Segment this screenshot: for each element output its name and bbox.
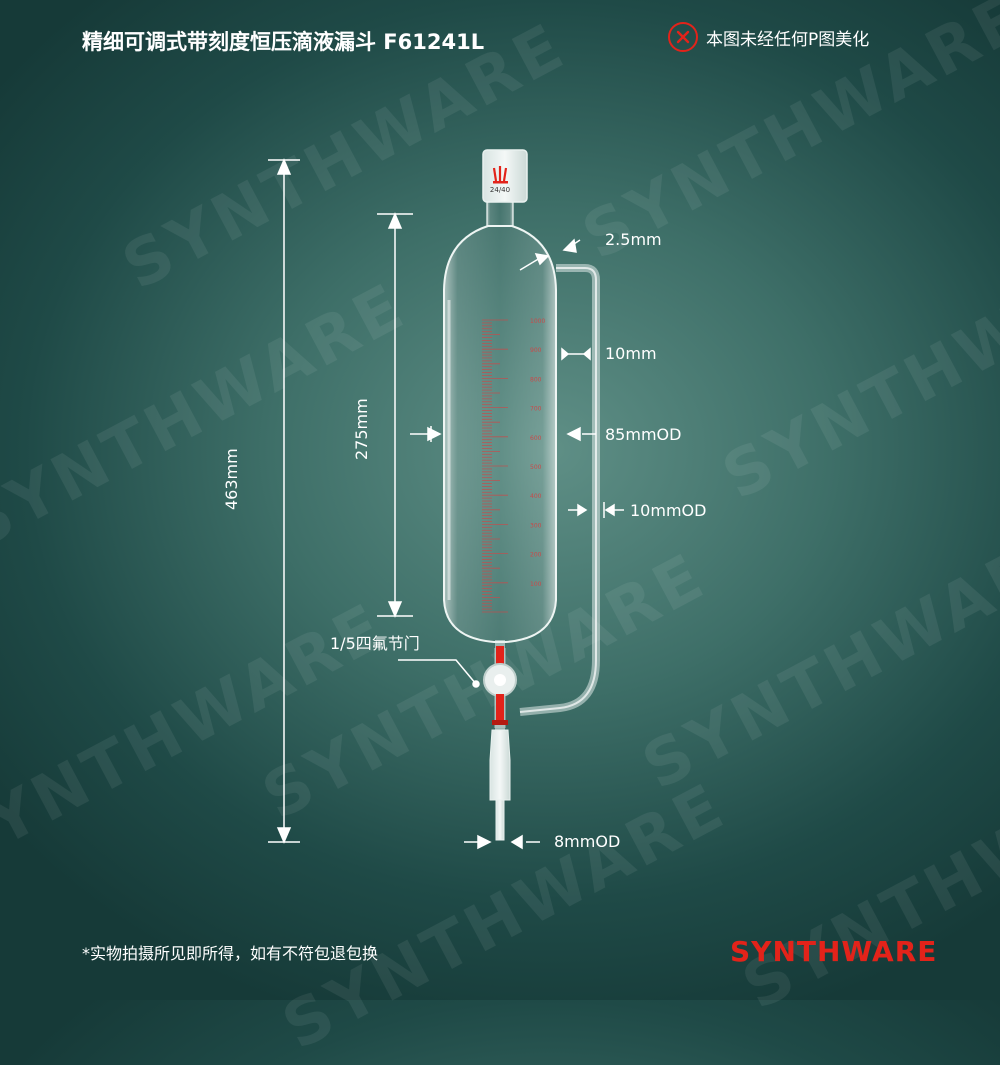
stem-od-arrows xyxy=(464,834,540,850)
stem-od-label: 8mmOD xyxy=(554,832,621,851)
notice-text: 本图未经任何P图美化 xyxy=(706,29,870,50)
tube-gap-label: 10mm xyxy=(605,344,657,363)
page-title: 精细可调式带刻度恒压滴液漏斗 F61241L xyxy=(82,30,485,54)
brand-logo-icon xyxy=(492,166,508,184)
footer-note: *实物拍摄所见即所得，如有不符包退包换 xyxy=(82,944,379,963)
unedited-notice: 本图未经任何P图美化 xyxy=(668,22,869,52)
joint-size-label: 24/40 xyxy=(490,186,510,194)
drip-tip xyxy=(495,799,505,841)
wall-thickness-arrows xyxy=(519,238,581,271)
scale-label: 800 xyxy=(530,376,542,383)
scale-label: 100 xyxy=(530,581,542,588)
scale-label: 1000 xyxy=(530,318,545,325)
lower-joint xyxy=(489,729,511,801)
scale-label: 300 xyxy=(530,522,542,529)
side-tube-od-arrows xyxy=(568,502,624,518)
total-height-label: 463mm xyxy=(222,448,241,510)
body-cylinder xyxy=(443,225,557,643)
wall-thickness-label: 2.5mm xyxy=(605,230,662,249)
side-tube-od-label: 10mmOD xyxy=(630,501,707,520)
funnel-illustration: 24/40 1000 900 800 700 600 500 400 300 200 100 xyxy=(268,149,624,850)
graduation-scale xyxy=(482,319,508,613)
neck xyxy=(486,202,514,227)
scale-label: 400 xyxy=(530,493,542,500)
brand-logo: SYNTHWARE xyxy=(730,935,938,968)
scale-label: 900 xyxy=(530,347,542,354)
body-od-arrows xyxy=(410,426,596,442)
scale-label: 600 xyxy=(530,435,542,442)
body-height-label: 275mm xyxy=(352,398,371,460)
graduation-labels: 1000 900 800 700 600 500 400 300 200 100 xyxy=(530,318,545,588)
body-od-label: 85mmOD xyxy=(605,425,682,444)
body-height-dimension xyxy=(377,212,413,618)
stopcock-callout xyxy=(398,659,480,688)
tube-gap-arrows xyxy=(561,347,591,361)
scale-label: 700 xyxy=(530,406,542,413)
scale-label: 500 xyxy=(530,464,542,471)
close-circle-icon xyxy=(668,22,698,52)
total-height-dimension xyxy=(268,158,300,844)
stopcock-label: 1/5四氟节门 xyxy=(330,634,420,653)
scale-label: 200 xyxy=(530,552,542,559)
